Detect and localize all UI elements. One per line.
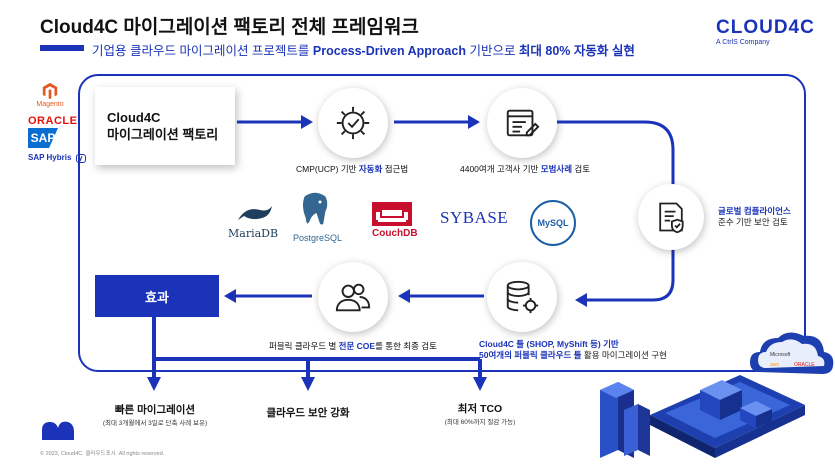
- database-gear-icon: [506, 280, 539, 314]
- tools-label: Cloud4C 툴 (SHOP, MyShift 등) 기반 50여개의 퍼블릭…: [479, 339, 667, 361]
- page-subtitle: 기업용 클라우드 마이그레이션 프로젝트를 Process-Driven App…: [92, 40, 635, 59]
- cases-step-label: 4400여개 고객사 기반 모범사례 검토: [460, 163, 590, 175]
- best-practice-node: [487, 88, 557, 158]
- oracle-logo: ORACLE: [28, 115, 78, 127]
- effect-box: 효과: [95, 275, 219, 317]
- cmp-highlight: 자동화: [358, 164, 383, 174]
- compliance-node: [638, 184, 704, 250]
- experts-prefix: 퍼블릭 클라우드 별: [269, 341, 339, 351]
- elephant-icon: [301, 191, 329, 227]
- framework-frame: [78, 74, 806, 372]
- magento-label: Magento: [36, 101, 64, 108]
- couchdb-label: CouchDB: [372, 228, 418, 239]
- cloud-label-oracle: ORACLE: [794, 362, 815, 368]
- subtitle-prefix: 기업용 클라우드 마이그레이션 프로젝트를: [92, 44, 313, 58]
- compliance-shield-icon: [659, 202, 684, 234]
- result-title: 빠른 마이그레이션: [114, 404, 196, 416]
- arrow-start-to-cmp: [237, 115, 313, 129]
- gear-check-icon: [336, 106, 370, 140]
- result-sub: (최대 60%까지 절감 가능): [444, 419, 516, 426]
- migration-illustration: Microsoft aws ORACLE: [600, 332, 834, 458]
- experts-node: [318, 262, 388, 332]
- mysql-logo: MySQL: [530, 200, 576, 246]
- factory-start-box: Cloud4C 마이그레이션 팩토리: [95, 87, 235, 165]
- result-title: 클라우드 보안 강화: [266, 407, 350, 419]
- compliance-label: 글로벌 컴플라이언스 준수 기반 보안 검토: [718, 206, 791, 228]
- hybris-icon: y: [75, 154, 86, 163]
- tools-line2-bold: 50여개의 퍼블릭 클라우드 툴: [479, 350, 582, 360]
- brand-logo: CLOUD4C: [716, 17, 815, 38]
- brand-tagline: A CtrlS Company: [716, 39, 770, 46]
- compliance-line1: 글로벌 컴플라이언스: [718, 206, 791, 216]
- start-box-line2: 마이그레이션 팩토리: [107, 127, 219, 142]
- result-security: 클라우드 보안 강화: [233, 405, 383, 420]
- sap-hybris-logo: SAP Hybris y: [28, 153, 86, 163]
- tools-line1: Cloud4C 툴 (SHOP, MyShift 등) 기반: [479, 339, 619, 349]
- cases-prefix: 4400여개 고객사 기반: [460, 164, 541, 174]
- cases-suffix: 검토: [572, 164, 591, 174]
- seal-icon: [238, 206, 272, 220]
- tools-node: [487, 262, 557, 332]
- compliance-line2: 준수 기반 보안 검토: [718, 217, 788, 227]
- arrow-tools-to-experts: [398, 289, 484, 303]
- cloud-label-aws: aws: [770, 362, 779, 368]
- subtitle-bold-automation: 최대 80% 자동화 실현: [518, 44, 635, 58]
- postgres-label: PostgreSQL: [293, 233, 343, 243]
- sap-logo: SAP: [28, 128, 58, 148]
- subtitle-mid: 기반으로: [465, 44, 519, 58]
- cloud4c-mark-icon: [42, 421, 74, 440]
- subtitle-bold-approach: Process-Driven Approach: [312, 44, 466, 58]
- experts-highlight: 전문 COE: [338, 341, 376, 351]
- cmp-automation-node: [318, 88, 388, 158]
- mysql-label: MySQL: [537, 218, 569, 228]
- result-title: 최저 TCO: [457, 403, 503, 415]
- cloud-icon: [750, 332, 834, 374]
- magento-icon: [42, 82, 58, 100]
- experts-step-label: 퍼블릭 클라우드 별 전문 COE를 통한 최종 검토: [269, 340, 437, 352]
- checklist-pen-icon: [506, 109, 540, 137]
- cmp-suffix: 접근법: [382, 164, 409, 174]
- experts-suffix: 를 통한 최종 검토: [375, 341, 437, 351]
- tools-line2-rest: 활용 마이그레이션 구현: [581, 350, 667, 360]
- mariadb-logo: [236, 202, 276, 229]
- start-box-line1: Cloud4C: [107, 110, 161, 125]
- footer-copyright: © 2023, Cloud4C. 클라우드포시. All rights rese…: [40, 451, 165, 457]
- arrow-cmp-to-cases: [394, 115, 480, 129]
- cloud-label-microsoft: Microsoft: [770, 352, 791, 358]
- tools-line2: 50여개의 퍼블릭 클라우드 툴 활용 마이그레이션 구현: [479, 350, 667, 361]
- cases-highlight: 모범사례: [540, 164, 573, 174]
- couch-icon: [372, 202, 412, 226]
- postgres-logo: [298, 190, 332, 235]
- cmp-prefix: CMP(UCP) 기반: [296, 164, 359, 174]
- result-sub: (최대 3개월에서 3일로 단축 사례 보유): [102, 420, 208, 427]
- result-tco: 최저 TCO (최대 60%까지 절감 가능): [405, 401, 555, 426]
- buildings: [600, 382, 650, 458]
- magento-logo: Magento: [30, 82, 70, 108]
- subtitle-accent-bar: [40, 45, 84, 51]
- arrow-experts-to-effect: [224, 289, 312, 303]
- page-title: Cloud4C 마이그레이션 팩토리 전체 프레임워크: [40, 17, 419, 38]
- results-connector: [147, 317, 487, 391]
- server-boxes: [700, 380, 772, 428]
- result-fast-migration: 빠른 마이그레이션 (최대 3개월에서 3일로 단축 사례 보유): [80, 402, 230, 427]
- mariadb-label: MariaDB: [228, 227, 279, 240]
- couchdb-logo: [372, 202, 412, 231]
- sap-hybris-label: SAP Hybris: [28, 153, 72, 162]
- effect-label: 효과: [145, 289, 169, 305]
- sybase-logo: SYBASE: [440, 208, 509, 227]
- cmp-step-label: CMP(UCP) 기반 자동화 접근법: [296, 163, 408, 175]
- people-icon: [335, 283, 371, 312]
